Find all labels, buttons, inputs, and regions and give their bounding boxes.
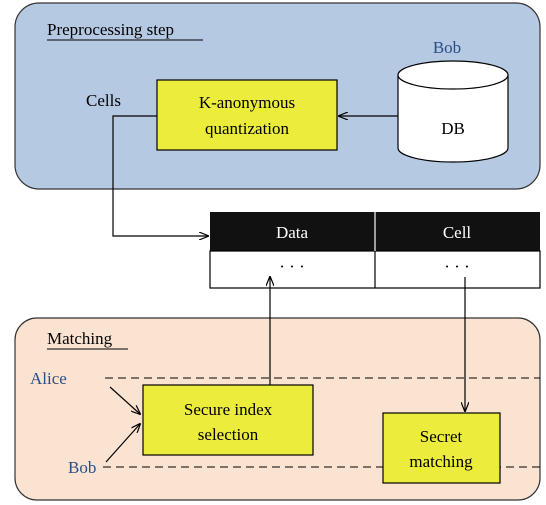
table-cell-cell-ellipsis: · · ·: [444, 257, 469, 276]
alice-to-index-arrow: [109, 386, 140, 414]
matching-actor-bob: Bob: [68, 458, 96, 477]
db-label: DB: [441, 119, 465, 138]
data-cell-table: Data Cell · · · · · ·: [209, 212, 541, 289]
table-header-cell: Cell: [443, 223, 472, 242]
k-anonymous-label-line1: K-anonymous: [199, 93, 295, 112]
matching-actor-alice: Alice: [30, 369, 67, 388]
secret-matching-label-line1: Secret: [420, 427, 463, 446]
preprocessing-title: Preprocessing step: [47, 20, 174, 39]
secret-matching-box: Secret matching: [382, 412, 501, 484]
bob-to-index-arrow: [105, 424, 140, 463]
secure-index-label-line1: Secure index: [184, 400, 273, 419]
k-anonymous-quantization-box: K-anonymous quantization: [156, 79, 338, 151]
secret-matching-label-line2: matching: [409, 452, 473, 471]
table-cell-data-ellipsis: · · ·: [279, 257, 304, 276]
k-anonymous-label-line2: quantization: [205, 119, 290, 138]
table-header-data: Data: [276, 223, 309, 242]
cells-to-table-arrow: [112, 115, 208, 236]
secure-index-selection-box: Secure index selection: [142, 384, 314, 456]
matching-title: Matching: [47, 329, 113, 348]
database-cylinder: [397, 60, 509, 163]
cells-label: Cells: [86, 91, 121, 110]
secure-index-label-line2: selection: [198, 425, 259, 444]
preprocessing-actor-bob: Bob: [433, 38, 461, 57]
